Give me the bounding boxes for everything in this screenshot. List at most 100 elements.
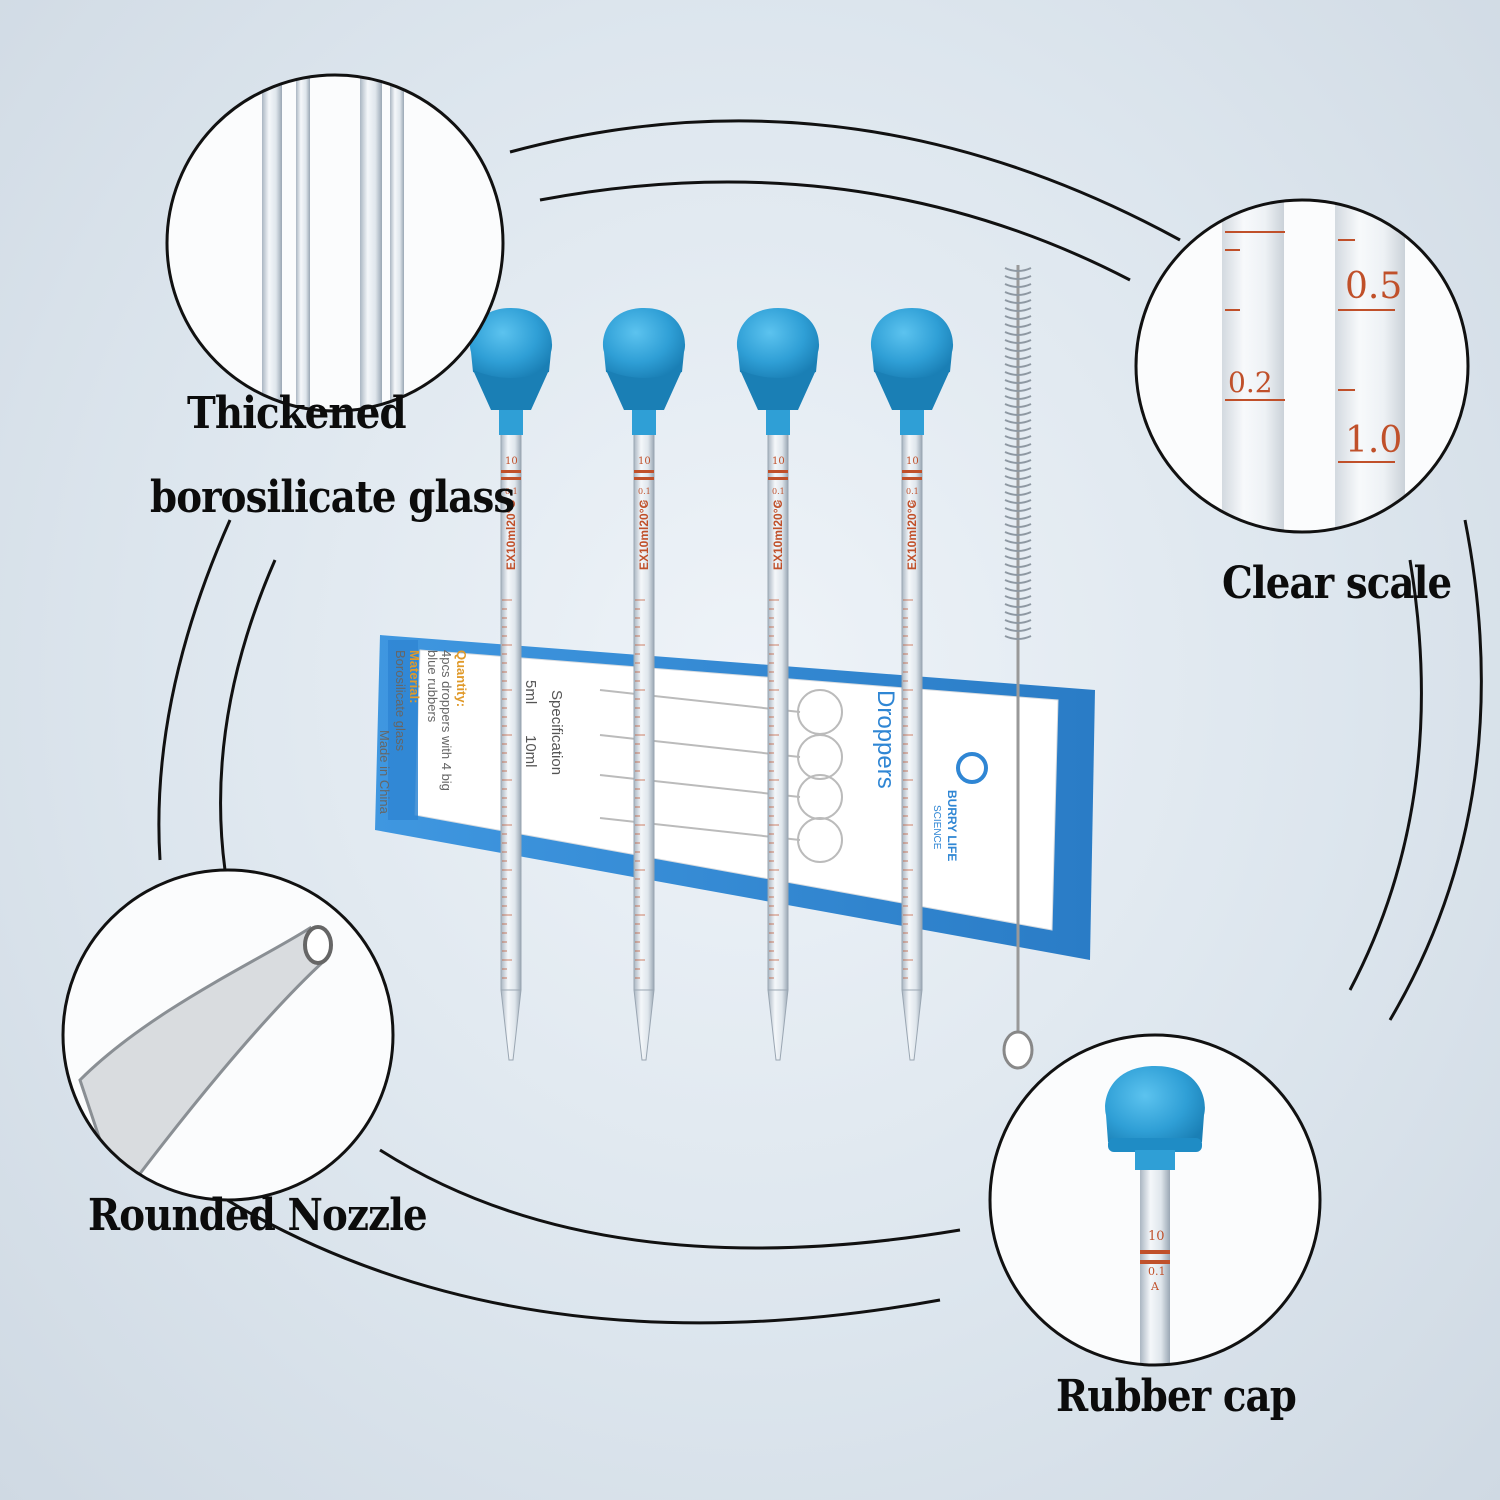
box-spec-option-2: 10ml: [522, 735, 539, 768]
feature-label-rubber-cap: Rubber cap: [1056, 1371, 1297, 1422]
brush-bristle: [1004, 411, 1032, 416]
cap-volume-mark: 10: [1148, 1229, 1165, 1244]
box-dropper-drawings: [599, 689, 843, 863]
cleaning-brush: [1002, 265, 1034, 1070]
cap-sub-mark: 0.1: [1148, 1265, 1166, 1278]
box-quantity-text2: blue rubbers: [425, 650, 440, 723]
dropper-bulb: [602, 308, 686, 379]
dropper-class-mark: A: [908, 499, 915, 508]
cap-class-mark: A: [1150, 1280, 1160, 1293]
brush-bristle: [1004, 451, 1032, 456]
brush-bristle: [1004, 347, 1032, 352]
brush-bristle: [1004, 267, 1032, 272]
box-material-text: Borosilicate glass: [393, 650, 408, 752]
product-box: [375, 635, 1095, 960]
box-brand-name: BURRY LIFE: [945, 790, 959, 861]
brush-bristle: [1004, 579, 1032, 584]
dropper-volume-mark: 10: [638, 456, 651, 467]
dropper-sub-mark: 0.1: [772, 487, 785, 496]
brush-bristle: [1004, 499, 1032, 504]
dropper-bulb: [469, 308, 553, 379]
brush-bristle: [1004, 555, 1032, 560]
box-made-in: Made in China: [377, 730, 392, 815]
box-quantity-text: 4pcs droppers with 4 big: [439, 650, 454, 791]
zoom-cap-detail: 10 0.1 A: [988, 1033, 1322, 1367]
box-spec-option-1: 5ml: [522, 680, 539, 704]
box-spec-label: Specification: [548, 690, 565, 775]
dropper-band: [768, 477, 788, 480]
feature-label-rounded-nozzle: Rounded Nozzle: [88, 1190, 428, 1241]
brush-bristle: [1004, 379, 1032, 384]
box-quantity-label: Quantity:: [454, 650, 469, 707]
dropper-band: [634, 477, 654, 480]
dropper-band: [634, 470, 654, 473]
brush-bristle: [1004, 307, 1032, 312]
dropper-volume-mark: 10: [906, 456, 919, 467]
dropper-tip: [767, 989, 789, 1061]
dropper-class-mark: A: [774, 499, 781, 508]
brush-bristle: [1004, 427, 1032, 432]
zoom-scale-detail: 0.5 0.2 1.0: [1134, 198, 1470, 534]
brush-bristle: [1004, 507, 1032, 512]
brush-bristle: [1004, 587, 1032, 592]
brush-bristle: [1004, 611, 1032, 616]
brush-bristle: [1004, 619, 1032, 624]
dropper-bulb: [870, 308, 954, 379]
brush-bristle: [1004, 299, 1032, 304]
box-spec: Specification 5ml 10ml: [522, 680, 565, 775]
dropper-stamp: EX10ml20°C: [637, 499, 651, 570]
dropper-bulb-base: [740, 370, 816, 410]
feature-label-clear-scale: Clear scale: [1222, 558, 1452, 609]
zoom-glass-detail: [165, 73, 505, 413]
brush-bristle: [1004, 483, 1032, 488]
brush-bristle: [1004, 395, 1032, 400]
dropper-tip: [500, 989, 522, 1061]
brush-bristle: [1004, 403, 1032, 408]
brush-bristle: [1004, 475, 1032, 480]
brush-bristle: [1004, 331, 1032, 336]
brush-bristle: [1004, 595, 1032, 600]
brush-bristle: [1004, 371, 1032, 376]
brush-bristle: [1004, 491, 1032, 496]
brush-bristle: [1004, 275, 1032, 280]
dropper-stamp: EX10ml20°C: [905, 499, 919, 570]
brush-bristle: [1004, 627, 1032, 632]
brush-bristle: [1004, 515, 1032, 520]
dropper-tip: [633, 989, 655, 1061]
brush-bristle: [1004, 355, 1032, 360]
scale-mark-1-0: 1.0: [1345, 420, 1402, 461]
brush-bristle: [1004, 459, 1032, 464]
droppers: 100.1AEX10ml20°C100.1AEX10ml20°C100.1AEX…: [469, 308, 954, 1061]
dropper-band: [501, 470, 521, 473]
box-left-text: Quantity: 4pcs droppers with 4 big blue …: [377, 650, 469, 815]
scale-mark-0-5: 0.5: [1345, 266, 1402, 307]
dropper-sub-mark: 0.1: [638, 487, 651, 496]
box-title: Droppers: [872, 690, 899, 789]
zoom-nozzle-detail: [61, 868, 395, 1202]
dropper-class-mark: A: [507, 499, 514, 508]
brush-bristle: [1004, 635, 1032, 640]
feature-label-borosilicate-glass: borosilicate glass: [150, 472, 515, 523]
dropper-band: [902, 470, 922, 473]
dropper-bulb-base: [473, 370, 549, 410]
dropper-sub-mark: 0.1: [906, 487, 919, 496]
dropper-band: [902, 477, 922, 480]
dropper-bulb-base: [874, 370, 950, 410]
brush-bristle: [1004, 315, 1032, 320]
brush-bristle: [1004, 387, 1032, 392]
dropper-bulb: [736, 308, 820, 379]
feature-label-thickened: Thickened: [187, 388, 407, 439]
brush-bristle: [1004, 323, 1032, 328]
brush-bristle: [1004, 443, 1032, 448]
decorative-arcs: [157, 119, 1483, 1325]
brush-bristle: [1004, 467, 1032, 472]
brush-bristle: [1004, 419, 1032, 424]
brand-logo-icon: [956, 752, 988, 784]
brush-bristle: [1004, 363, 1032, 368]
brush-bristle: [1004, 531, 1032, 536]
brush-bristle: [1004, 435, 1032, 440]
